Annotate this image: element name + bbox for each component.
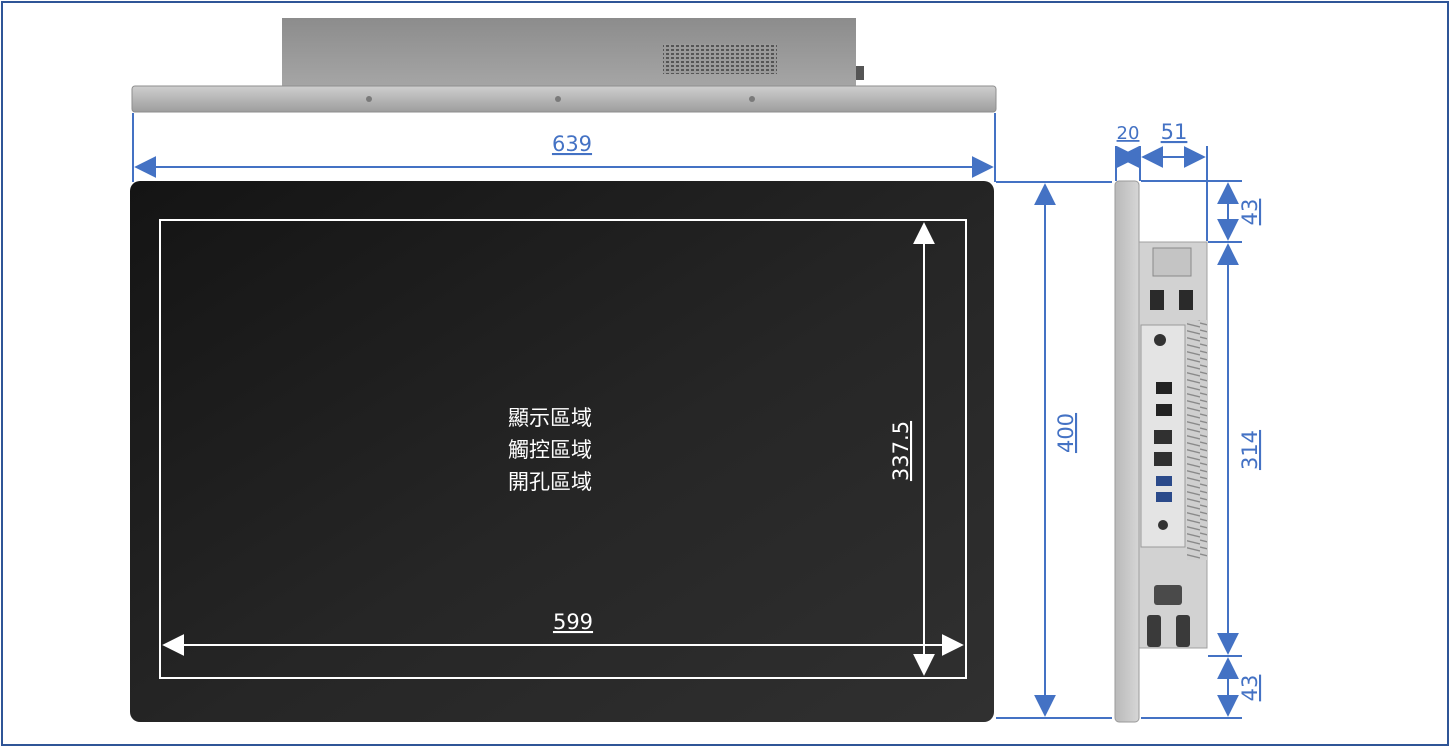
screw-icon [749, 96, 755, 102]
dim-side-heights [1141, 180, 1242, 719]
dim-label-bezel-depth: 20 [1117, 123, 1140, 144]
side-view [1114, 180, 1208, 723]
dim-label-overall-width: 639 [552, 132, 592, 156]
dim-label-overall-height: 400 [1054, 413, 1078, 453]
dim-label-active-width: 599 [553, 610, 593, 634]
top-view [131, 18, 997, 113]
active-area-outline [159, 219, 967, 679]
lan-port-icon [1154, 430, 1172, 444]
cutout-area-label: 開孔區域 [508, 470, 592, 494]
lan-port-icon [1154, 452, 1172, 466]
com-port-icon [1147, 615, 1161, 647]
usb3-port-icon [1156, 476, 1172, 486]
com-port-icon [1154, 585, 1182, 605]
dim-label-body-depth: 51 [1161, 120, 1188, 144]
top-view-connector [856, 66, 864, 80]
audio-jack-icon [1158, 520, 1168, 530]
usb3-port-icon [1156, 492, 1172, 502]
dim-overall-width [132, 113, 996, 182]
usb-port-icon [1150, 290, 1164, 310]
hdmi-port-icon [1156, 404, 1172, 416]
dim-side-depth [1115, 146, 1208, 241]
dim-label-active-height: 337.5 [889, 421, 913, 481]
com-port-icon [1176, 615, 1190, 647]
touch-area-label: 觸控區域 [508, 438, 592, 462]
power-port-cover [1152, 247, 1192, 277]
screw-icon [555, 96, 561, 102]
area-labels: 顯示區域 觸控區域 開孔區域 [470, 402, 630, 498]
dim-label-bottom-margin: 43 [1238, 675, 1262, 702]
hdmi-port-icon [1156, 382, 1172, 394]
top-view-bezel [131, 85, 997, 113]
top-view-vent [663, 44, 777, 74]
side-bezel [1114, 180, 1140, 723]
dim-label-middle: 314 [1238, 430, 1262, 470]
dc-jack-icon [1154, 334, 1166, 346]
usb-port-icon [1179, 290, 1193, 310]
display-area-label: 顯示區域 [508, 406, 592, 430]
dim-overall-height [996, 181, 1112, 719]
dim-label-top-margin: 43 [1238, 199, 1262, 226]
screw-icon [366, 96, 372, 102]
front-panel [130, 181, 994, 722]
heatsink-fins [1187, 320, 1207, 560]
